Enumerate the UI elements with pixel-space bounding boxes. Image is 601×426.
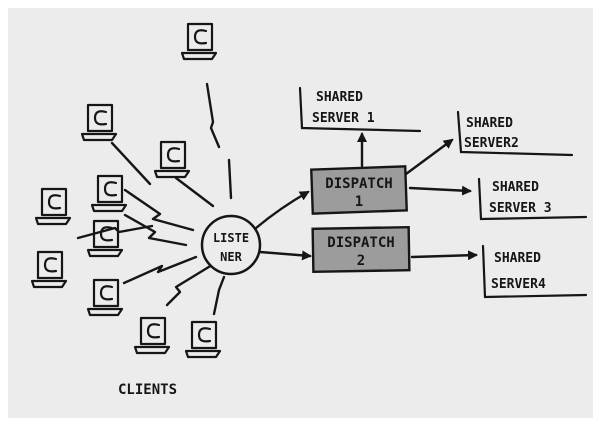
server-2-bracket bbox=[456, 110, 574, 157]
link-line bbox=[205, 82, 221, 149]
link-line bbox=[174, 176, 215, 208]
listener-node: LISTE NER bbox=[200, 214, 262, 276]
arrow-to-dispatch-1 bbox=[254, 190, 310, 230]
link-line bbox=[123, 213, 188, 247]
dispatcher-2-label-line2: 2 bbox=[357, 253, 365, 269]
server-labels: SHARED SERVER 1 SHARED SERVER2 SHARED SE… bbox=[312, 90, 552, 292]
laptop-icon bbox=[180, 22, 218, 61]
laptop-icon bbox=[153, 140, 191, 179]
server-4-bracket bbox=[481, 244, 588, 299]
server-1-label-line2: SERVER 1 bbox=[312, 111, 375, 126]
dispatcher-arrows bbox=[357, 132, 478, 261]
server-1-label-line1: SHARED bbox=[316, 90, 363, 105]
arrow-to-server-3 bbox=[408, 185, 472, 196]
arrow-to-server-2 bbox=[404, 138, 454, 176]
listener-circle bbox=[200, 214, 262, 276]
listener-label-line1: LISTE bbox=[213, 231, 249, 245]
client-laptops bbox=[30, 22, 222, 359]
link-line bbox=[212, 275, 226, 316]
dispatcher-1-label-line1: DISPATCH bbox=[325, 176, 392, 192]
laptop-icon bbox=[86, 219, 124, 258]
laptop-icon bbox=[34, 187, 72, 226]
laptop-icon bbox=[86, 278, 124, 317]
client-links bbox=[76, 82, 233, 316]
dispatcher-2-box bbox=[311, 225, 411, 274]
server-3-label-line2: SERVER 3 bbox=[489, 201, 552, 216]
listener-label-line2: NER bbox=[220, 250, 242, 264]
laptop-icon bbox=[184, 320, 222, 359]
laptop-icon bbox=[80, 103, 118, 142]
server-2-label-line2: SERVER2 bbox=[464, 136, 519, 151]
arrow-to-dispatch-2 bbox=[258, 250, 312, 261]
server-3-label-line1: SHARED bbox=[492, 180, 539, 195]
dispatcher-1: DISPATCH 1 bbox=[310, 165, 408, 215]
laptop-icon bbox=[90, 174, 128, 213]
link-line bbox=[123, 188, 195, 232]
dispatcher-1-box bbox=[310, 165, 408, 215]
server-3-bracket bbox=[477, 177, 588, 221]
clients-label: CLIENTS bbox=[118, 382, 177, 398]
server-2-label-line1: SHARED bbox=[466, 116, 513, 131]
link-line bbox=[110, 141, 152, 186]
link-line bbox=[227, 158, 233, 200]
server-1-bracket bbox=[298, 86, 422, 133]
link-line bbox=[165, 263, 214, 307]
dispatcher-2-label-line1: DISPATCH bbox=[327, 235, 394, 251]
laptop-icon bbox=[133, 316, 171, 355]
dispatcher-1-label-line2: 1 bbox=[355, 194, 363, 210]
server-brackets bbox=[298, 86, 588, 299]
server-4-label-line2: SERVER4 bbox=[491, 277, 546, 292]
dispatcher-2: DISPATCH 2 bbox=[311, 225, 411, 274]
server-4-label-line1: SHARED bbox=[494, 251, 541, 266]
link-line bbox=[122, 255, 198, 285]
link-line bbox=[76, 224, 154, 240]
arrow-to-server-4 bbox=[410, 250, 478, 261]
laptop-icon bbox=[30, 250, 68, 289]
listener-arrows bbox=[254, 190, 312, 261]
